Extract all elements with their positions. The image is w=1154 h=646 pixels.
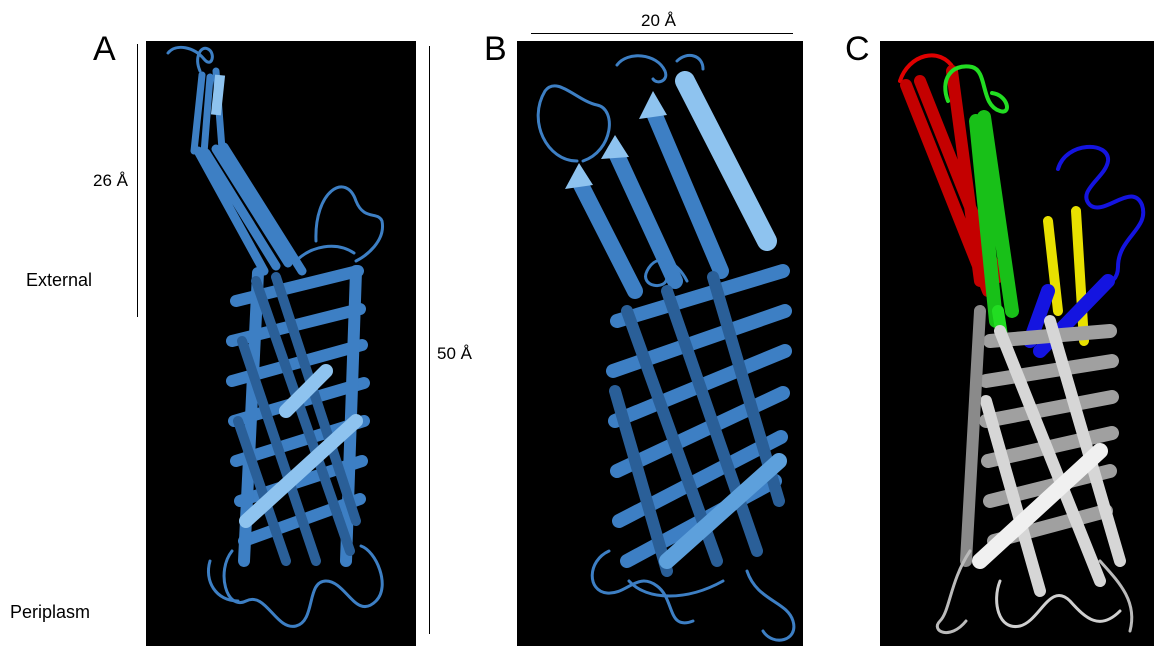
panel-letter-a: A [93,32,116,66]
structure-panel-b [517,41,803,646]
region-label-periplasm: Periplasm [10,602,90,622]
structure-panel-c [880,41,1154,646]
panel-letter-b: B [484,32,507,66]
loop-height-scale-bar [137,44,138,317]
barrel-width-scale-label: 20 Å [641,12,676,30]
region-label-external: External [26,270,92,290]
barrel-height-scale-label: 50 Å [437,345,472,363]
panel-letter-c: C [845,32,870,66]
barrel-height-scale-bar [429,46,430,634]
beta-barrel-side-view [146,41,416,646]
beta-barrel-colored-loops [880,41,1154,646]
beta-barrel-front-view [517,41,803,646]
structure-panel-a [146,41,416,646]
barrel-width-scale-bar [531,33,793,34]
loop-height-scale-label: 26 Å [93,172,128,190]
